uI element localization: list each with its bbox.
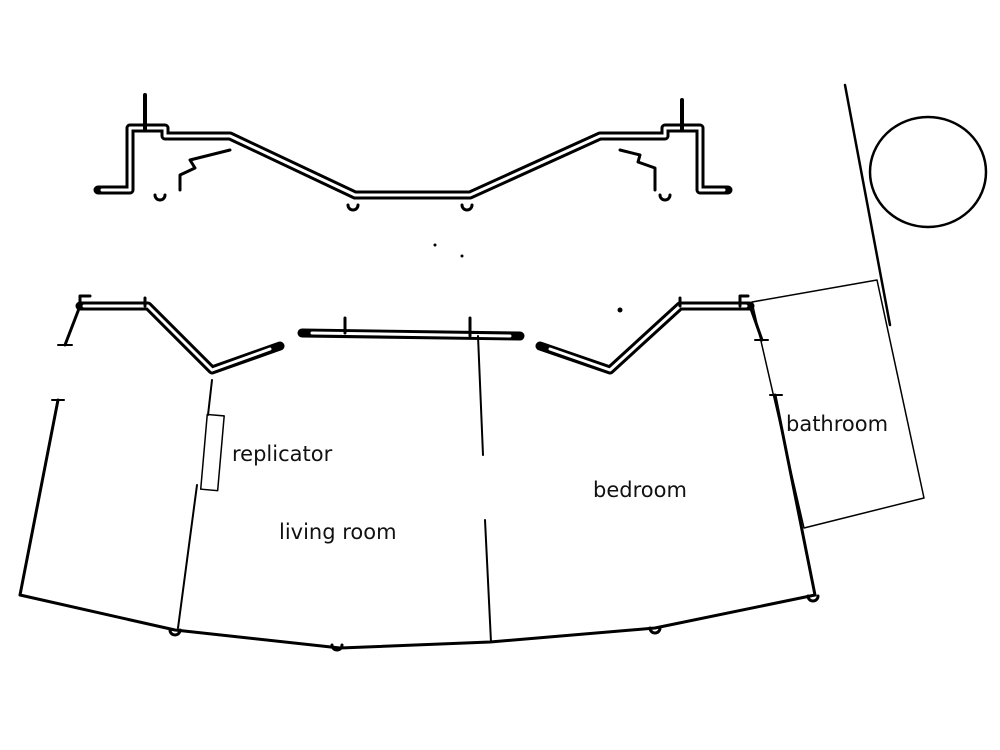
bathroom-outline — [751, 279, 925, 529]
label-living-room: living room — [279, 520, 397, 544]
dock-line — [843, 83, 892, 327]
label-bedroom: bedroom — [593, 478, 687, 502]
habitat-wall — [18, 294, 820, 652]
label-replicator: replicator — [232, 442, 333, 466]
replicator-unit — [199, 413, 225, 492]
dock-ring — [868, 115, 988, 229]
upper-deck-wall — [93, 93, 733, 212]
label-bathroom: bathroom — [786, 412, 889, 436]
